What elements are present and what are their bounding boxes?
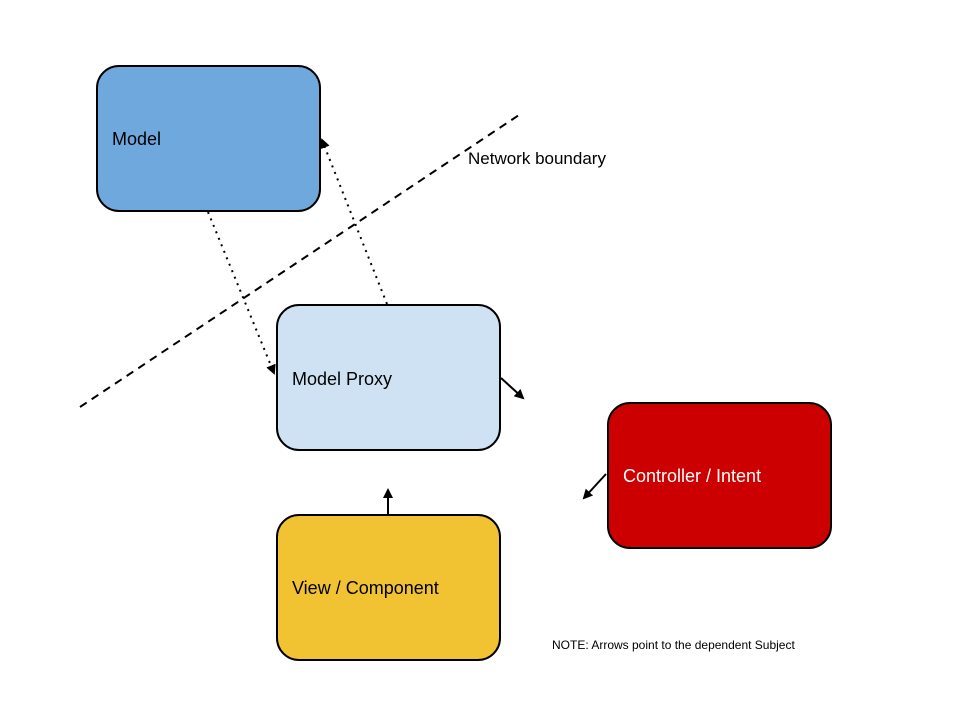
edge-controller-to-view <box>582 473 607 500</box>
network-boundary-label: Network boundary <box>468 149 606 168</box>
node-model-proxy-label: Model Proxy <box>292 369 392 389</box>
node-view-label: View / Component <box>292 578 439 598</box>
node-model: Model <box>96 65 321 212</box>
node-controller-box <box>607 402 832 549</box>
node-model-proxy: Model Proxy <box>276 304 501 451</box>
edge-model-proxy-to-controller <box>500 377 525 400</box>
node-model-label: Model <box>112 129 161 149</box>
network-boundary-line <box>79 114 520 408</box>
edge-model-to-model-proxy <box>207 211 276 375</box>
edge-model-proxy-to-model <box>320 138 388 305</box>
node-view: View / Component <box>276 514 501 661</box>
node-controller: Controller / Intent <box>607 402 832 549</box>
node-controller-label: Controller / Intent <box>623 466 761 486</box>
diagram-note: NOTE: Arrows point to the dependent Subj… <box>552 638 795 652</box>
node-view-box <box>276 514 501 661</box>
node-model-box <box>96 65 321 212</box>
node-model-proxy-box <box>276 304 501 451</box>
